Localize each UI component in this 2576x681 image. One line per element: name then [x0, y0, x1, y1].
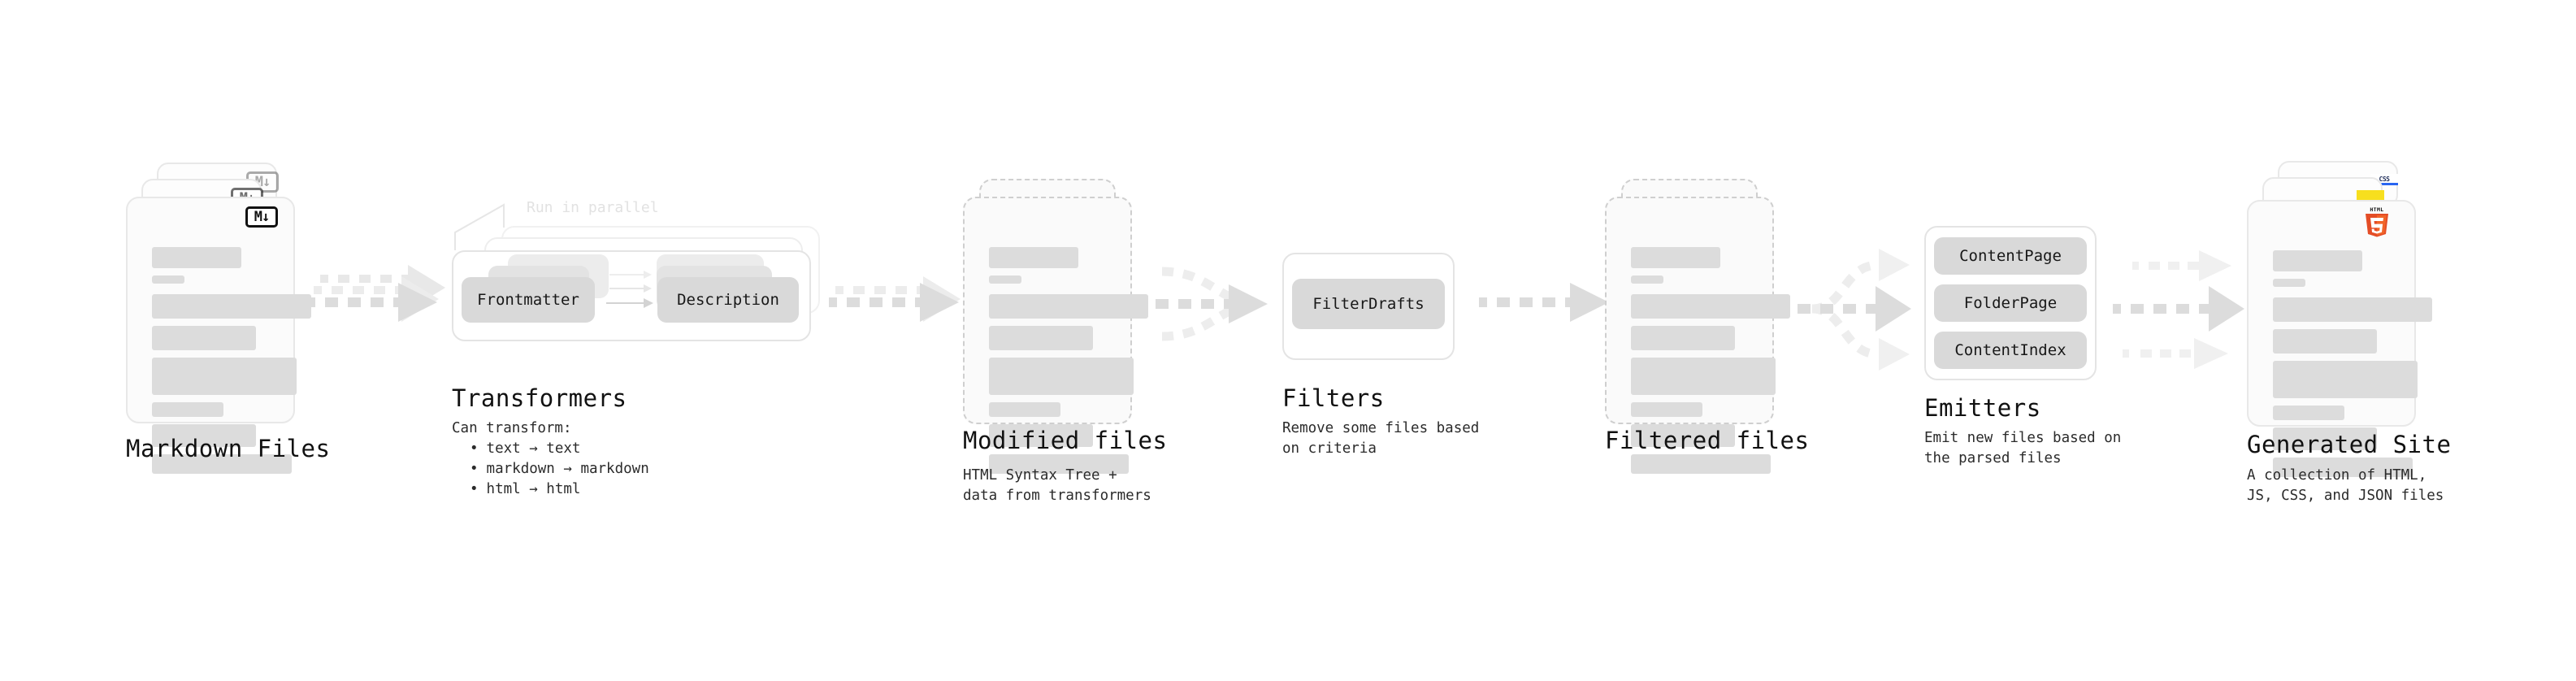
- arrow-filtered-to-emitters: [1780, 236, 1934, 382]
- filtered-file-card-front: [1605, 197, 1790, 474]
- doc-line: [1631, 358, 1776, 395]
- doc-line: [2273, 279, 2305, 287]
- emitters-title: Emitters: [1924, 394, 2041, 422]
- markdown-file-card-front: [126, 197, 311, 474]
- site-file-card-front: [2247, 200, 2432, 477]
- generated-site-title: Generated Site: [2247, 431, 2452, 458]
- doc-line: [1631, 424, 1735, 447]
- doc-line: [152, 454, 292, 474]
- emitter-chip-contentpage[interactable]: ContentPage: [1934, 237, 2087, 275]
- modified-files-title: Modified files: [963, 427, 1168, 454]
- doc-line: [989, 247, 1078, 268]
- doc-line: [989, 358, 1134, 395]
- doc-line: [152, 424, 256, 447]
- arrow-emitters-to-site: [2113, 236, 2267, 382]
- doc-line: [1631, 326, 1735, 350]
- doc-line: [1631, 275, 1663, 284]
- transformer-internal-arrows: [606, 271, 666, 319]
- html5-icon: HTML: [2363, 206, 2391, 238]
- run-in-parallel-label: Run in parallel: [527, 199, 659, 216]
- transform-bullet: markdown → markdown: [470, 459, 649, 479]
- generated-site-subtitle: A collection of HTML, JS, CSS, and JSON …: [2247, 467, 2444, 504]
- doc-line: [2273, 427, 2377, 450]
- run-in-parallel-bracket: [453, 195, 551, 252]
- markdown-icon: M↓: [245, 206, 278, 228]
- modified-file-card-front: [963, 197, 1148, 474]
- doc-line: [2273, 250, 2362, 271]
- modified-files-subtitle: HTML Syntax Tree + data from transformer…: [963, 467, 1151, 504]
- filters-subtitle: Remove some files based on criteria: [1282, 420, 1480, 457]
- doc-line: [989, 454, 1129, 474]
- filtered-file-content-lines: [1631, 247, 1790, 481]
- doc-line: [152, 275, 184, 284]
- transform-bullet: html → html: [470, 479, 649, 500]
- arrow-modified-to-filters: [1138, 254, 1284, 359]
- doc-line: [989, 294, 1148, 319]
- doc-line: [1631, 402, 1702, 417]
- arrow-filters-to-filtered: [1479, 275, 1625, 348]
- emitter-chip-contentindex[interactable]: ContentIndex: [1934, 332, 2087, 369]
- doc-line: [152, 326, 256, 350]
- doc-line: [989, 402, 1060, 417]
- doc-line: [989, 275, 1021, 284]
- doc-line: [2273, 406, 2344, 420]
- doc-line: [152, 358, 297, 395]
- doc-line: [2273, 329, 2377, 354]
- transform-bullet: text → text: [470, 439, 649, 459]
- markdown-file-content-lines: [152, 247, 311, 481]
- doc-line: [1631, 454, 1771, 474]
- markdown-files-title: Markdown Files: [126, 435, 331, 462]
- transformer-chip-frontmatter[interactable]: Frontmatter: [462, 277, 595, 323]
- filter-chip-filterdrafts[interactable]: FilterDrafts: [1292, 279, 1445, 329]
- transformers-subtitle: Can transform:: [452, 420, 572, 436]
- svg-text:HTML: HTML: [2370, 206, 2383, 213]
- transformer-chip-description[interactable]: Description: [657, 277, 799, 323]
- emitters-subtitle: Emit new files based on the parsed files: [1924, 430, 2122, 466]
- doc-line: [989, 424, 1093, 447]
- doc-line: [2273, 458, 2413, 477]
- emitter-chip-folderpage[interactable]: FolderPage: [1934, 284, 2087, 322]
- doc-line: [152, 402, 223, 417]
- doc-line: [989, 326, 1093, 350]
- site-file-content-lines: [2273, 250, 2432, 484]
- doc-line: [2273, 297, 2432, 322]
- doc-line: [152, 247, 241, 268]
- filters-title: Filters: [1282, 384, 1385, 412]
- modified-file-content-lines: [989, 247, 1148, 481]
- arrow-markdown-to-transformers: [307, 265, 453, 348]
- doc-line: [152, 294, 311, 319]
- doc-line: [2273, 361, 2418, 398]
- arrow-transformers-to-modified: [829, 275, 975, 348]
- doc-line: [1631, 247, 1720, 268]
- transformers-bullets: text → text markdown → markdown html → h…: [452, 439, 649, 500]
- transformers-title: Transformers: [452, 384, 627, 412]
- filtered-files-title: Filtered files: [1605, 427, 1810, 454]
- doc-line: [1631, 294, 1790, 319]
